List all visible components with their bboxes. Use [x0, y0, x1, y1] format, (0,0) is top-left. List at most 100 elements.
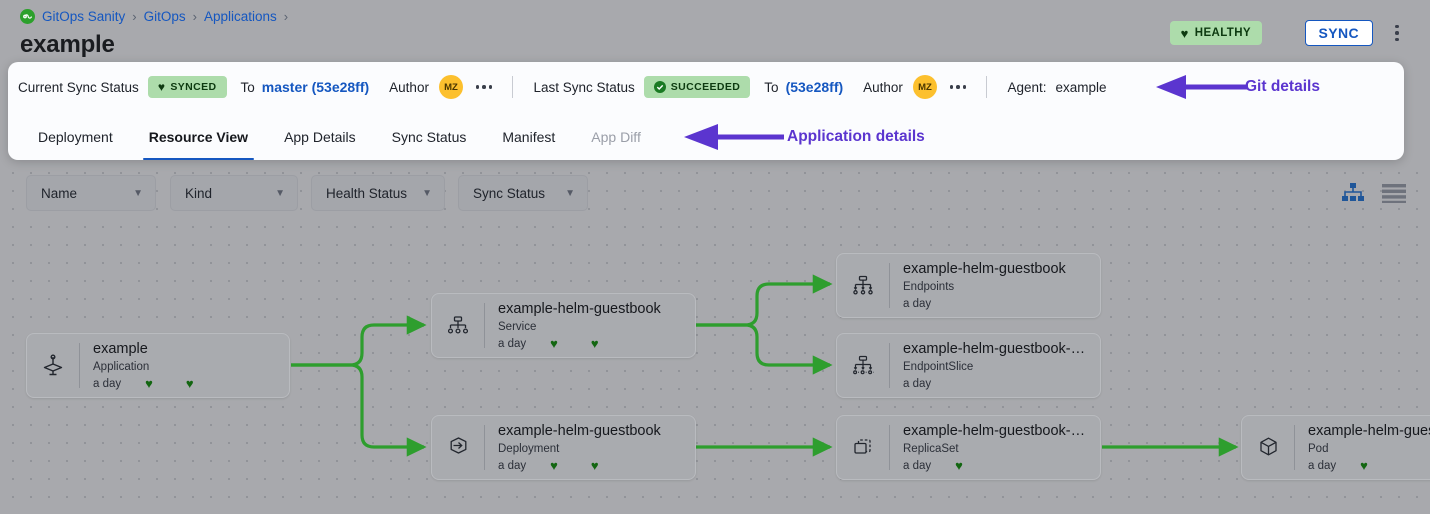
status-badge-label: HEALTHY	[1194, 27, 1251, 39]
breadcrumb-item-applications[interactable]: Applications	[203, 9, 277, 24]
sync-heart-icon: ♥	[185, 376, 194, 391]
current-to-label: To	[240, 79, 255, 95]
node-age: a day	[903, 459, 932, 472]
header-more-options-button[interactable]	[1388, 21, 1406, 45]
tree-view-icon[interactable]	[1342, 183, 1364, 203]
breadcrumb-separator: ›	[283, 9, 289, 24]
node-name: example-helm-guestbook-74...	[903, 422, 1090, 439]
sync-status-bar: Current Sync Status ♥ SYNCED To master (…	[8, 62, 1404, 112]
sync-heart-icon: ♥	[590, 458, 599, 473]
health-heart-icon: ♥	[1360, 458, 1368, 473]
tab-app-details[interactable]: App Details	[266, 114, 374, 160]
node-divider	[484, 303, 485, 348]
application-details-annotation-label: Application details	[787, 128, 925, 145]
filter-sync-status[interactable]: Sync Status ▼	[458, 175, 588, 211]
tab-resource-view[interactable]: Resource View	[131, 114, 266, 160]
replicaset-icon	[837, 434, 889, 461]
filter-bar: Name ▼ Kind ▼ Health Status ▼ Sync Statu…	[0, 175, 1430, 213]
node-name: example-helm-guestbook	[498, 300, 661, 317]
graph-node-replicaset[interactable]: example-helm-guestbook-74... ReplicaSet …	[836, 415, 1101, 480]
breadcrumb-separator: ›	[132, 9, 137, 24]
application-icon	[27, 353, 79, 379]
graph-node-endpoints[interactable]: example-helm-guestbook Endpoints a day	[836, 253, 1101, 318]
last-revision-link[interactable]: (53e28ff)	[785, 79, 844, 95]
tab-manifest[interactable]: Manifest	[484, 114, 573, 160]
breadcrumb: GitOps Sanity › GitOps › Applications ›	[20, 9, 288, 24]
current-author-avatar[interactable]: MZ	[438, 75, 463, 99]
health-heart-icon: ♥	[145, 376, 153, 391]
filter-name[interactable]: Name ▼	[26, 175, 156, 211]
last-sync-status-value: SUCCEEDED	[670, 81, 741, 93]
page-title: example	[20, 31, 115, 58]
status-badge-healthy: ♥ HEALTHY	[1169, 21, 1262, 45]
breadcrumb-item-gitops[interactable]: GitOps	[143, 9, 186, 24]
git-details-annotation-label: Git details	[1245, 78, 1320, 95]
heart-icon: ♥	[1180, 25, 1189, 41]
graph-node-deployment[interactable]: example-helm-guestbook Deployment a day …	[431, 415, 696, 480]
last-sync-status-badge: SUCCEEDED	[643, 76, 751, 98]
node-kind: Deployment	[498, 442, 560, 455]
divider	[986, 76, 988, 98]
last-more-options-button[interactable]	[949, 85, 967, 89]
node-name: example	[93, 340, 148, 357]
node-age: a day	[93, 377, 122, 390]
current-sync-status-badge: ♥ SYNCED	[147, 76, 227, 98]
node-kind: Application	[93, 360, 150, 373]
highlighted-details-card: Current Sync Status ♥ SYNCED To master (…	[8, 62, 1404, 160]
divider	[512, 76, 514, 98]
node-age: a day	[1308, 459, 1337, 472]
graph-node-pod[interactable]: example-helm-guest Pod a day ♥	[1241, 415, 1430, 480]
sync-button[interactable]: SYNC	[1304, 20, 1373, 46]
heart-icon: ♥	[157, 80, 166, 94]
chevron-down-icon: ▼	[565, 187, 575, 199]
tab-sync-status[interactable]: Sync Status	[374, 114, 485, 160]
node-divider	[889, 425, 890, 470]
agent-label: Agent:	[1007, 79, 1047, 95]
last-author-label: Author	[863, 79, 903, 95]
gitops-logo-icon	[20, 9, 35, 24]
filter-kind-label: Kind	[185, 185, 213, 201]
node-name: example-helm-guestbook	[903, 260, 1066, 277]
breadcrumb-separator: ›	[192, 9, 197, 24]
current-revision-link[interactable]: master (53e28ff)	[261, 79, 370, 95]
node-name: example-helm-guest	[1308, 422, 1430, 439]
pod-icon	[1242, 434, 1294, 461]
health-heart-icon: ♥	[550, 336, 558, 351]
tab-bar: Deployment Resource View App Details Syn…	[8, 112, 1404, 160]
graph-node-application[interactable]: example Application a day ♥ ♥	[26, 333, 290, 398]
tab-label: Resource View	[148, 129, 249, 145]
tab-label: Deployment	[38, 129, 113, 145]
graph-node-service[interactable]: example-helm-guestbook Service a day ♥ ♥	[431, 293, 696, 358]
tab-label: App Details	[284, 129, 356, 145]
chevron-down-icon: ▼	[275, 187, 285, 199]
tab-label: App Diff	[591, 129, 641, 145]
node-age: a day	[498, 459, 527, 472]
filter-sync-status-label: Sync Status	[473, 185, 546, 201]
chevron-down-icon: ▼	[422, 187, 432, 199]
current-author-label: Author	[389, 79, 429, 95]
tab-label: Sync Status	[391, 129, 467, 145]
current-sync-status-value: SYNCED	[170, 81, 217, 93]
node-age: a day	[903, 297, 932, 310]
filter-kind[interactable]: Kind ▼	[170, 175, 298, 211]
node-name: example-helm-guestbook-ct...	[903, 340, 1090, 357]
breadcrumb-item-gitops-sanity[interactable]: GitOps Sanity	[42, 9, 126, 24]
filter-name-label: Name	[41, 185, 78, 201]
current-more-options-button[interactable]	[475, 85, 493, 89]
tab-app-diff[interactable]: App Diff	[573, 114, 659, 160]
chevron-down-icon: ▼	[133, 187, 143, 199]
tab-deployment[interactable]: Deployment	[20, 114, 131, 160]
node-divider	[79, 343, 80, 388]
list-view-icon[interactable]	[1382, 183, 1406, 203]
last-author-avatar[interactable]: MZ	[912, 75, 937, 99]
node-kind: Service	[498, 320, 537, 333]
node-kind: Pod	[1308, 442, 1329, 455]
graph-node-endpointslice[interactable]: example-helm-guestbook-ct... EndpointSli…	[836, 333, 1101, 398]
node-kind: EndpointSlice	[903, 360, 974, 373]
health-heart-icon: ♥	[955, 458, 963, 473]
node-divider	[889, 343, 890, 388]
filter-health-status[interactable]: Health Status ▼	[311, 175, 445, 211]
check-circle-icon	[653, 81, 666, 93]
sync-heart-icon: ♥	[590, 336, 599, 351]
health-heart-icon: ♥	[550, 458, 558, 473]
